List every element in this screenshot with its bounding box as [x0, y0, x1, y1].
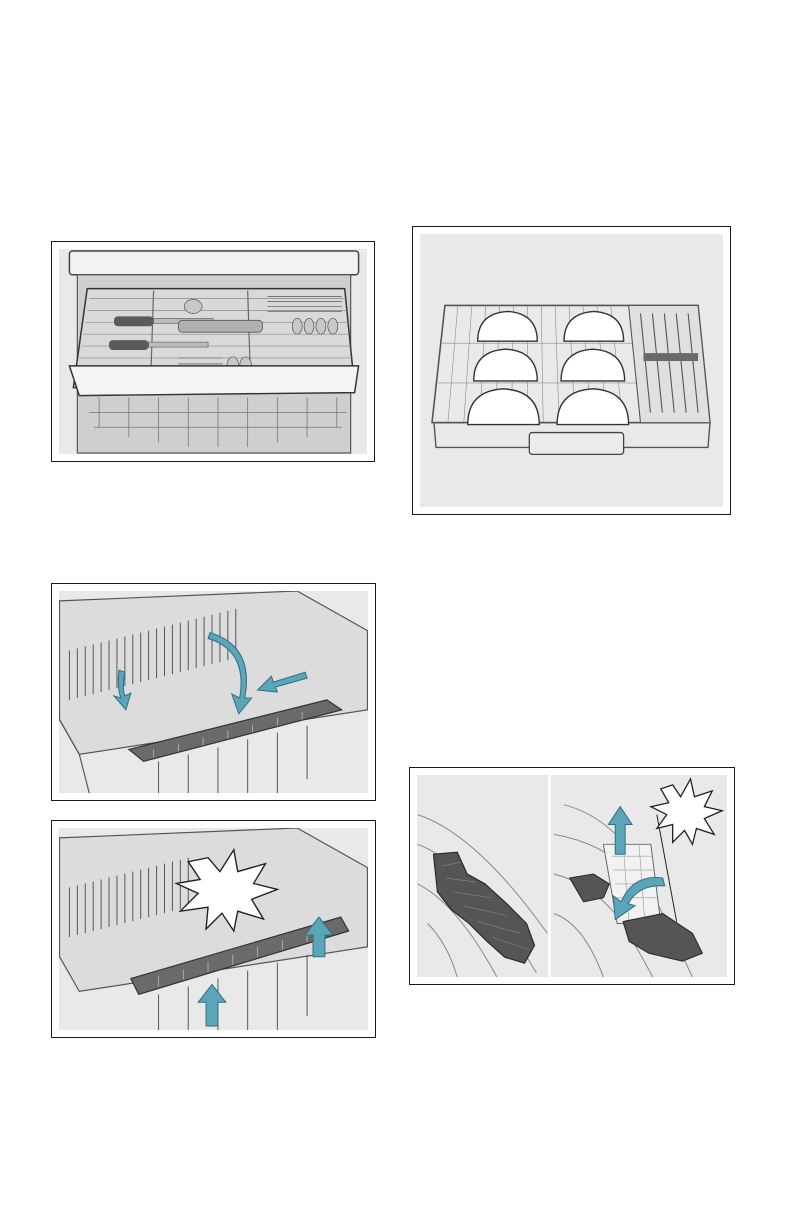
figure-remove-clip — [409, 767, 735, 985]
cup-shelf-icon — [629, 305, 710, 422]
cutlery-drawer-icon — [59, 249, 367, 454]
figure-fold-down-shelf-panel — [59, 591, 368, 793]
figure-cutlery-drawer-panel — [59, 249, 367, 454]
figure-raise-shelf-panel — [59, 828, 368, 1030]
remove-clip-left-panel — [417, 775, 548, 977]
remove-clip-right-panel — [551, 775, 727, 977]
figure-upper-basket-bowls — [412, 226, 731, 515]
basket-icon — [420, 234, 723, 507]
figure-remove-clip-panel — [417, 775, 727, 977]
figure-cutlery-drawer — [51, 241, 375, 462]
figure-upper-basket-bowls-panel — [420, 234, 723, 507]
figure-raise-shelf — [51, 820, 376, 1038]
figure-fold-down-shelf — [51, 583, 376, 801]
click-burst-icon — [651, 779, 722, 844]
bowl-icon — [468, 311, 629, 424]
